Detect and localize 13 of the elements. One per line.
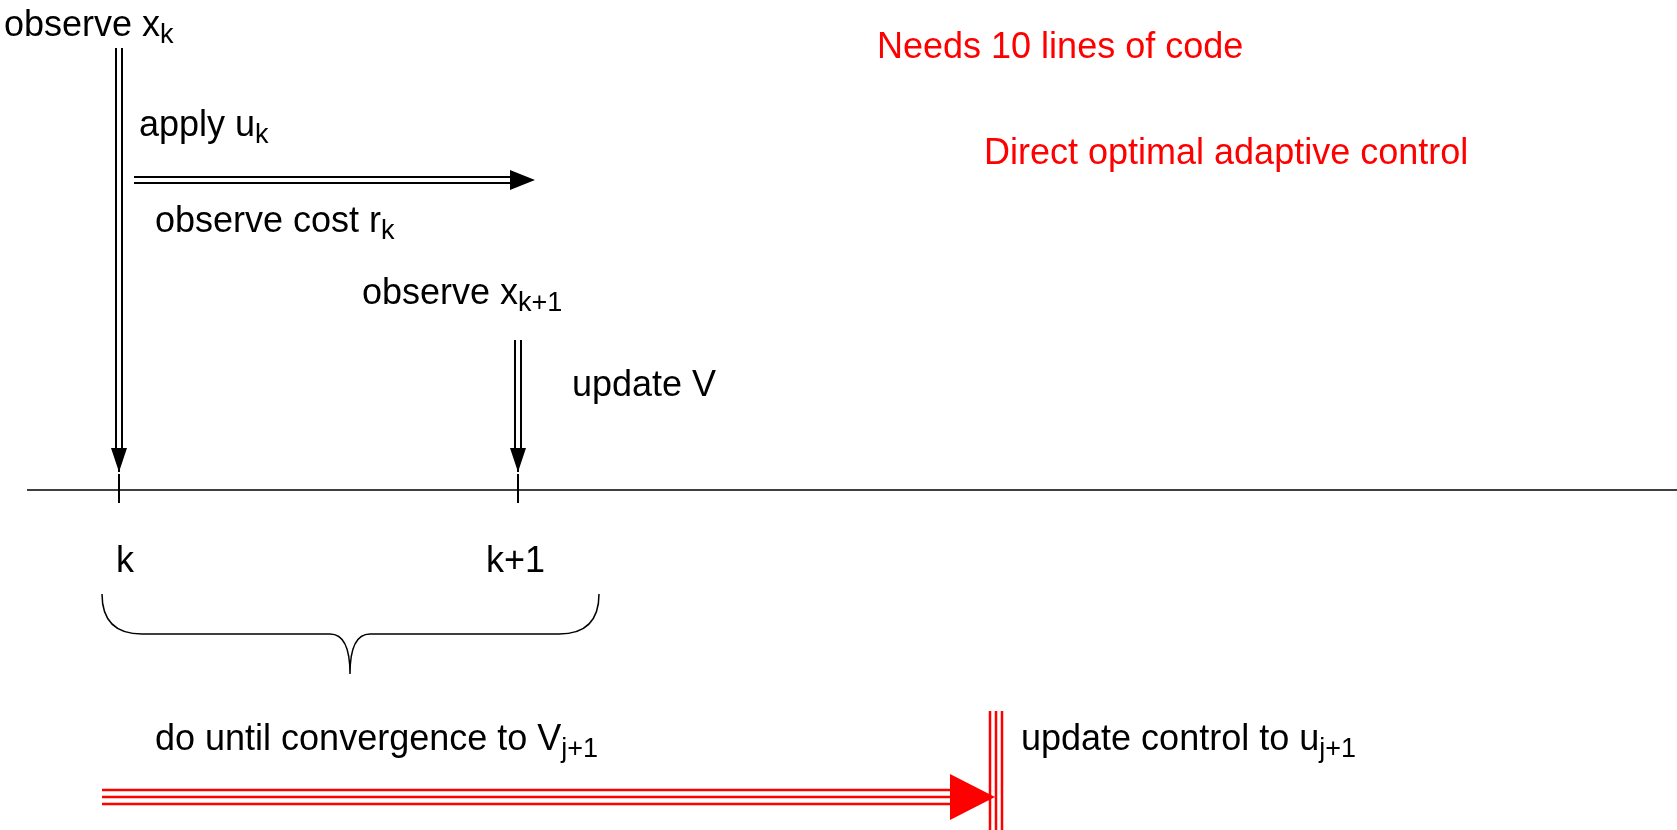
tick-label: k+1 <box>486 538 546 582</box>
tick-label: k <box>116 538 134 582</box>
note-text: Direct optimal adaptive control <box>984 130 1469 174</box>
tick-mark <box>517 474 519 503</box>
step-label: observe x$_{k+1}$ <box>362 271 563 312</box>
step-label: apply u$_{k}$ <box>139 102 269 146</box>
double-line-arrow <box>510 339 526 473</box>
step-label: observe x$_{k}$ <box>4 3 174 44</box>
double-line-arrow <box>111 47 127 473</box>
step-label: update V <box>572 362 717 406</box>
note-text: Needs 10 lines of code <box>877 24 1244 68</box>
step-label: observe cost r$_{k}$ <box>155 198 395 242</box>
tick-mark <box>118 474 120 503</box>
